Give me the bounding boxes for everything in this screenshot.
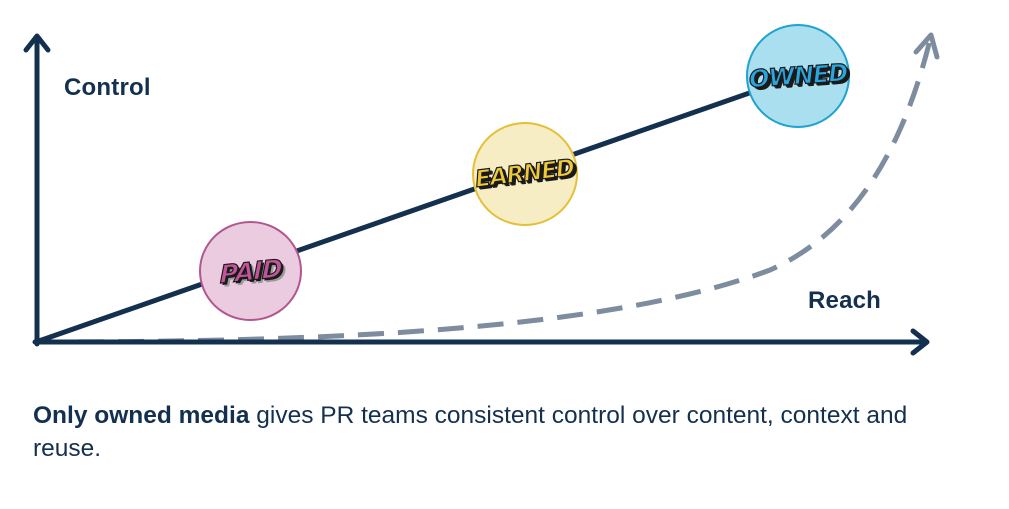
reach-curve-dashed xyxy=(37,39,933,345)
x-axis-arrowhead xyxy=(910,328,930,356)
diagram-caption: Only owned media gives PR teams consiste… xyxy=(33,399,963,465)
badge-earned-label: EARNED xyxy=(474,154,577,193)
y-axis-arrowhead xyxy=(23,33,51,53)
badge-earned: EARNED xyxy=(472,122,578,226)
caption-bold-lead: Only owned media xyxy=(33,401,250,429)
control-trend-line xyxy=(33,73,801,345)
badge-paid: PAID xyxy=(199,221,302,321)
y-axis-label-control: Control xyxy=(64,74,151,101)
caption-body: gives PR teams consistent control over c… xyxy=(33,401,908,462)
badge-owned-label: OWNED xyxy=(747,58,848,94)
reach-curve-arrowhead xyxy=(913,32,940,60)
badge-paid-label: PAID xyxy=(219,253,282,289)
x-axis-label-reach: Reach xyxy=(808,287,882,314)
badge-owned: OWNED xyxy=(746,24,850,128)
